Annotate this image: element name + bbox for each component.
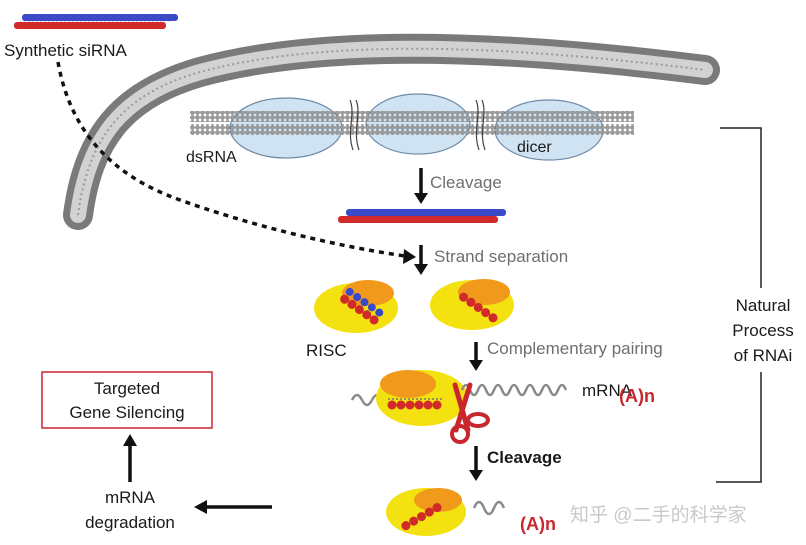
arrow-icon (194, 500, 207, 514)
poly-a-tail-bottom: (A)n (520, 514, 556, 534)
mrna-label: mRNA (582, 381, 633, 400)
sirna-entry-path (56, 61, 406, 258)
arrow-icon (123, 434, 137, 446)
scissors-icon (450, 382, 490, 444)
sirna-entry-arrowhead (403, 249, 416, 264)
cell-membrane (63, 33, 720, 230)
natural-line3: of RNAi (734, 346, 793, 365)
mrna-degradation-line1: mRNA (105, 488, 156, 507)
sirna-product (338, 209, 506, 223)
targeted-line1: Targeted (94, 379, 160, 398)
risc-cleaved-product (386, 488, 466, 536)
targeted-line2: Gene Silencing (69, 403, 184, 422)
complementary-pairing-label: Complementary pairing (487, 339, 663, 358)
mrna-strand-right (460, 383, 568, 397)
watermark: 知乎 @二手的科学家 (570, 504, 747, 526)
dsrna-strand (190, 99, 634, 151)
risc-on-mrna (376, 370, 468, 426)
arrow-icon (469, 470, 483, 481)
dicer-label: dicer (517, 139, 552, 156)
natural-line1: Natural (736, 296, 791, 315)
synthetic-sirna-label: Synthetic siRNA (4, 41, 127, 60)
arrow-icon (469, 360, 483, 371)
risc-label: RISC (306, 341, 347, 360)
dsrna-label: dsRNA (186, 149, 237, 166)
natural-line2: Process (732, 321, 793, 340)
targeted-gene-silencing-box (41, 371, 213, 429)
synthetic-sirna-duplex (14, 14, 178, 29)
mrna-degradation-line2: degradation (85, 513, 175, 532)
cleavage-label-top: Cleavage (430, 173, 502, 192)
cleaved-mrna-fragment (472, 500, 506, 516)
arrow-icon (414, 264, 428, 275)
natural-process-bracket (716, 127, 762, 483)
poly-a-tail-top: (A)n (619, 386, 655, 406)
risc-complex-active (430, 279, 514, 330)
cleavage-label-bottom: Cleavage (487, 448, 562, 467)
risc-complex-with-duplex (314, 280, 398, 333)
arrow-icon (414, 193, 428, 204)
strand-separation-label: Strand separation (434, 247, 568, 266)
